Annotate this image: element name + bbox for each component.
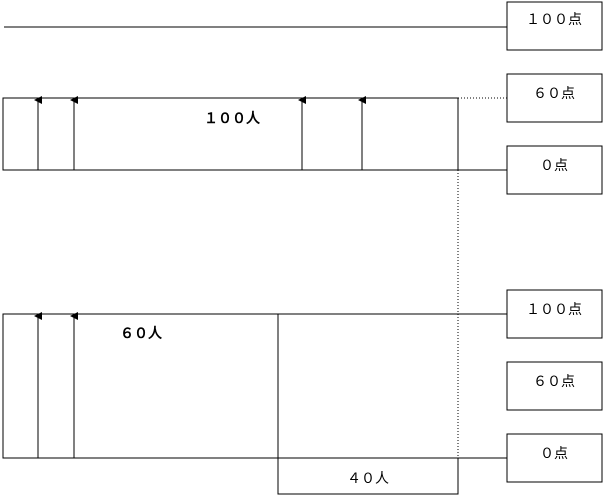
top-100-box xyxy=(506,1,603,51)
upper-group-label: １００人 xyxy=(204,110,261,127)
lower-group-label: ６０人 xyxy=(120,325,163,342)
upper-group-rect xyxy=(2,97,459,171)
bottom-60-label: ６０点 xyxy=(533,374,575,390)
top-60-label: ６０点 xyxy=(533,86,575,102)
top-100-label: １００点 xyxy=(526,12,582,28)
top-0-box xyxy=(506,145,603,195)
top-60-box xyxy=(506,73,603,123)
bottom-0-box xyxy=(506,433,603,483)
remainder-group-label: ４０人 xyxy=(347,471,389,487)
top-0-label: ０点 xyxy=(540,158,568,174)
lower-group-rect xyxy=(2,313,279,459)
bottom-100-label: １００点 xyxy=(526,302,582,318)
remainder-group-rect xyxy=(277,457,459,495)
bottom-0-label: ０点 xyxy=(540,446,568,462)
bottom-60-box xyxy=(506,361,603,411)
bottom-100-box xyxy=(506,289,603,339)
